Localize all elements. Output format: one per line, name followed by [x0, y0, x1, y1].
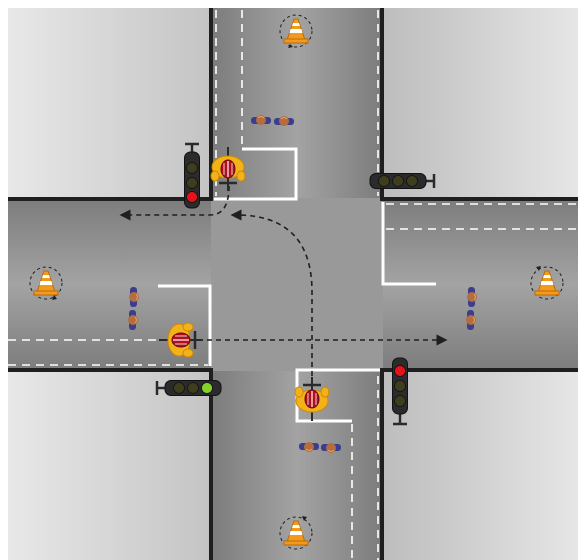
curbs — [8, 8, 578, 560]
lane-markings — [8, 10, 578, 560]
sidewalk-south-west — [8, 371, 211, 560]
signal-light — [186, 191, 198, 203]
signal-light — [378, 175, 390, 187]
path-north-cyclist-left-turn — [119, 185, 230, 221]
signal-light — [173, 382, 185, 394]
road-center — [211, 198, 383, 371]
paths — [119, 185, 448, 385]
sidewalk-south-east — [383, 371, 578, 560]
traffic-light-north-west — [184, 142, 200, 209]
cone-west — [29, 266, 63, 300]
signal-light — [186, 177, 198, 189]
traffic-light-north-east — [369, 173, 436, 189]
signal-light — [392, 175, 404, 187]
cone-south — [279, 516, 313, 550]
traffic-light-south-west — [155, 380, 222, 396]
signal-light — [394, 380, 406, 392]
signal-light — [406, 175, 418, 187]
signal-light — [394, 365, 406, 377]
signal-light — [201, 382, 213, 394]
signal-light — [394, 395, 406, 407]
cone-north — [279, 14, 313, 48]
path-south-cyclist-left-turn — [230, 209, 313, 385]
traffic-light-south-east — [392, 357, 408, 426]
signal-light — [187, 382, 199, 394]
signal-light — [186, 162, 198, 174]
sidewalk-north-east — [383, 8, 578, 198]
sidewalk-north-west — [8, 8, 211, 198]
cone-east — [530, 266, 564, 300]
